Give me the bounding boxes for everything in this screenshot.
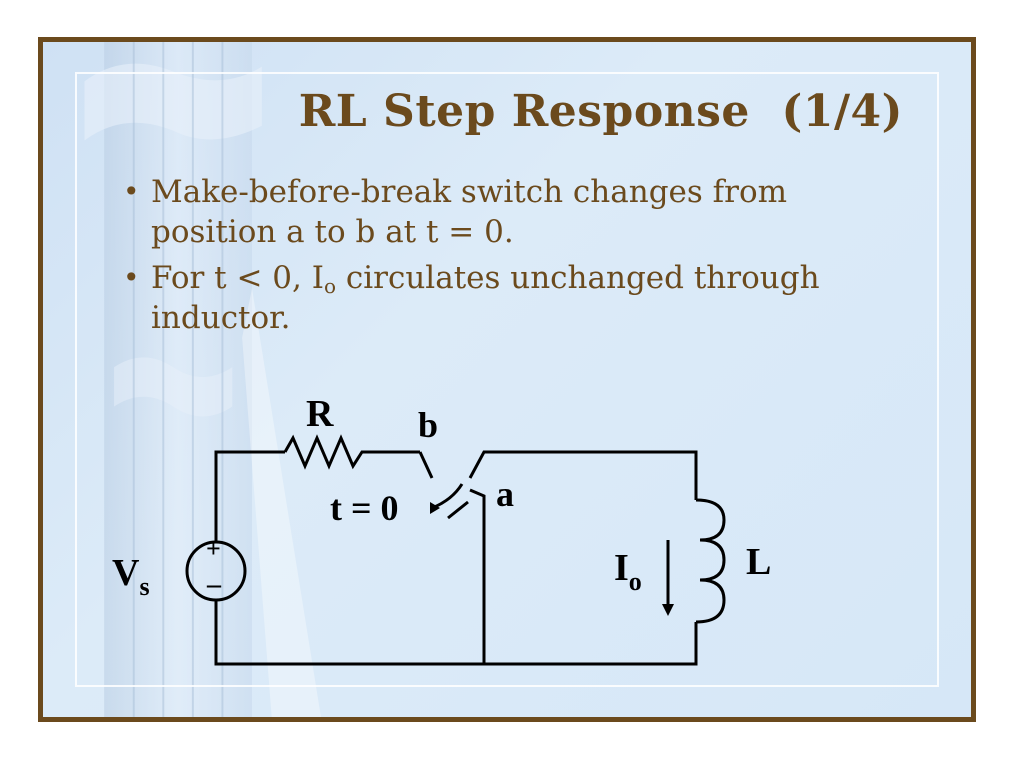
bullet-icon: • bbox=[123, 175, 140, 208]
source-label-main: V bbox=[112, 552, 140, 594]
bullet-list: • Make-before-break switch changes from … bbox=[123, 172, 903, 344]
current-label-sub: o bbox=[629, 567, 642, 596]
bullet-text-post: circulates unchanged through inductor. bbox=[151, 260, 820, 336]
bullet-text-pre: For t < 0, I bbox=[151, 260, 324, 296]
source-plus: + bbox=[206, 534, 221, 563]
switch-b-wire bbox=[418, 451, 434, 479]
source-label: Vs bbox=[112, 552, 150, 601]
inner-border bbox=[75, 72, 939, 687]
current-label-main: I bbox=[614, 547, 629, 589]
voltage-source-symbol bbox=[185, 540, 247, 602]
switch-b-label: b bbox=[418, 405, 438, 445]
switch-arrow-arc bbox=[431, 483, 464, 510]
switch-a-label: a bbox=[496, 474, 514, 514]
switch-arrow-head bbox=[430, 502, 440, 514]
inductor-symbol bbox=[695, 498, 726, 624]
switch-blade bbox=[447, 500, 469, 520]
resistor-label: R bbox=[306, 393, 334, 435]
current-label: Io bbox=[614, 547, 642, 596]
switch-time-label: t = 0 bbox=[330, 488, 399, 528]
resistor-symbol bbox=[283, 434, 420, 470]
bullet-item: • Make-before-break switch changes from … bbox=[123, 172, 903, 252]
source-minus: – bbox=[206, 569, 222, 600]
bullet-text: Make-before-break switch changes from po… bbox=[151, 174, 787, 250]
current-arrow-head bbox=[662, 604, 674, 616]
slide-frame: RL Step Response (1/4) • Make-before-bre… bbox=[38, 37, 976, 722]
wire-bottom bbox=[214, 600, 698, 666]
source-label-sub: s bbox=[139, 572, 149, 601]
inductor-label: L bbox=[746, 541, 771, 583]
switch-a-wire bbox=[469, 488, 486, 664]
bullet-item: • For t < 0, Io circulates unchanged thr… bbox=[123, 258, 903, 338]
bullet-subscript: o bbox=[323, 274, 337, 298]
wire-left bbox=[214, 450, 285, 542]
slide-title: RL Step Response (1/4) bbox=[298, 86, 903, 137]
bullet-icon: • bbox=[123, 261, 140, 294]
column-decoration bbox=[84, 42, 321, 717]
switch-top-wire bbox=[468, 450, 698, 500]
